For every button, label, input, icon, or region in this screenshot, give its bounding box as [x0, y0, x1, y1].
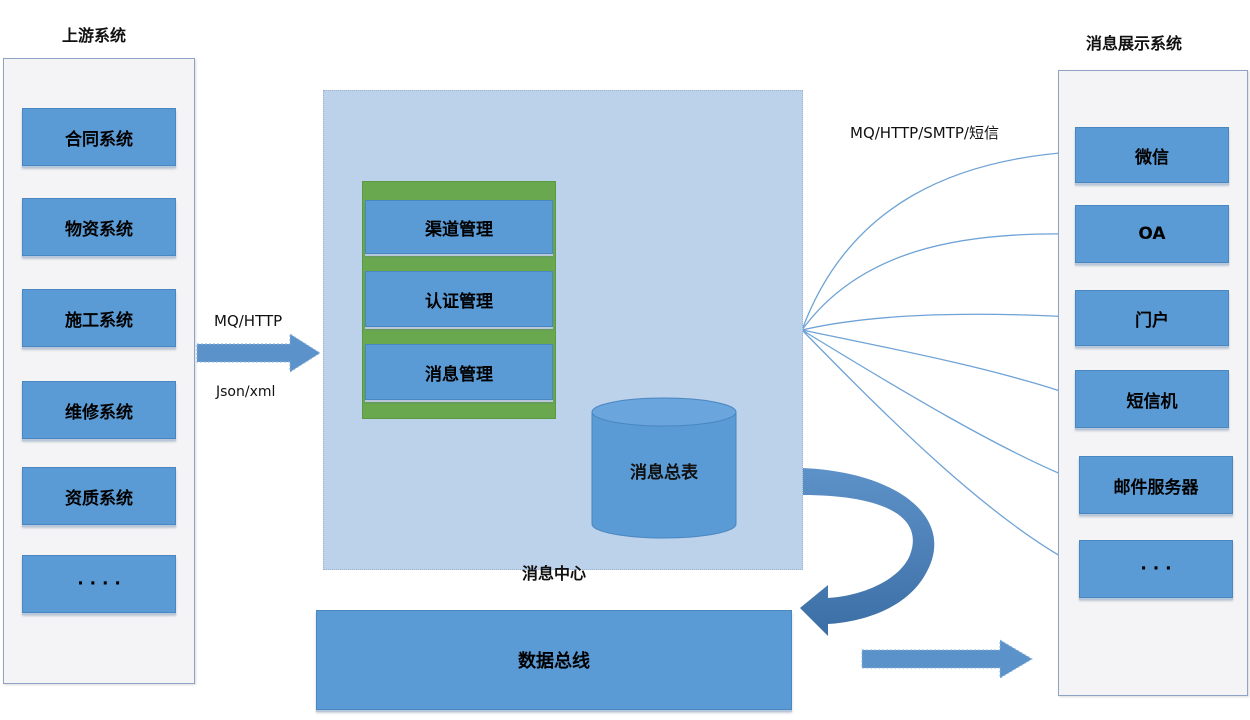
- upstream-item-contract[interactable]: 合同系统: [22, 108, 176, 166]
- fanout-lines: [801, 147, 1080, 567]
- line-to-wechat: [801, 147, 1074, 331]
- upstream-item-qualification[interactable]: 资质系统: [22, 467, 176, 525]
- center-to-bus-arrow: [800, 468, 935, 636]
- upstream-title: 上游系统: [62, 26, 127, 45]
- upstream-item-more[interactable]: · · · ·: [22, 555, 176, 613]
- module-auth[interactable]: 认证管理: [365, 271, 553, 327]
- output-protocol-label: MQ/HTTP/SMTP/短信: [850, 124, 999, 142]
- display-item-sms-gateway[interactable]: 短信机: [1075, 370, 1229, 428]
- module-channel[interactable]: 渠道管理: [365, 200, 553, 254]
- line-to-portal: [801, 311, 1074, 331]
- message-center-title: 消息中心: [522, 564, 587, 583]
- line-to-more: [801, 329, 1080, 567]
- module-message[interactable]: 消息管理: [365, 344, 553, 400]
- message-table-label: 消息总表: [630, 463, 698, 483]
- bus-to-display-arrow: [861, 639, 1033, 679]
- line-to-mail: [801, 329, 1077, 481]
- input-protocol-label: MQ/HTTP: [214, 312, 283, 330]
- display-item-wechat[interactable]: 微信: [1075, 127, 1229, 183]
- line-to-oa: [801, 228, 1074, 331]
- display-title: 消息展示系统: [1086, 34, 1183, 53]
- display-item-more[interactable]: · · ·: [1079, 540, 1233, 598]
- input-arrow: [196, 333, 321, 373]
- line-to-sms: [801, 329, 1074, 397]
- input-format-label: Json/xml: [216, 384, 276, 400]
- upstream-item-construction[interactable]: 施工系统: [22, 289, 176, 347]
- data-bus[interactable]: 数据总线: [316, 610, 792, 710]
- display-item-oa[interactable]: OA: [1075, 205, 1229, 263]
- display-item-mail-server[interactable]: 邮件服务器: [1079, 456, 1233, 514]
- upstream-item-materials[interactable]: 物资系统: [22, 198, 176, 256]
- upstream-item-maintenance[interactable]: 维修系统: [22, 381, 176, 439]
- display-item-portal[interactable]: 门户: [1075, 290, 1229, 346]
